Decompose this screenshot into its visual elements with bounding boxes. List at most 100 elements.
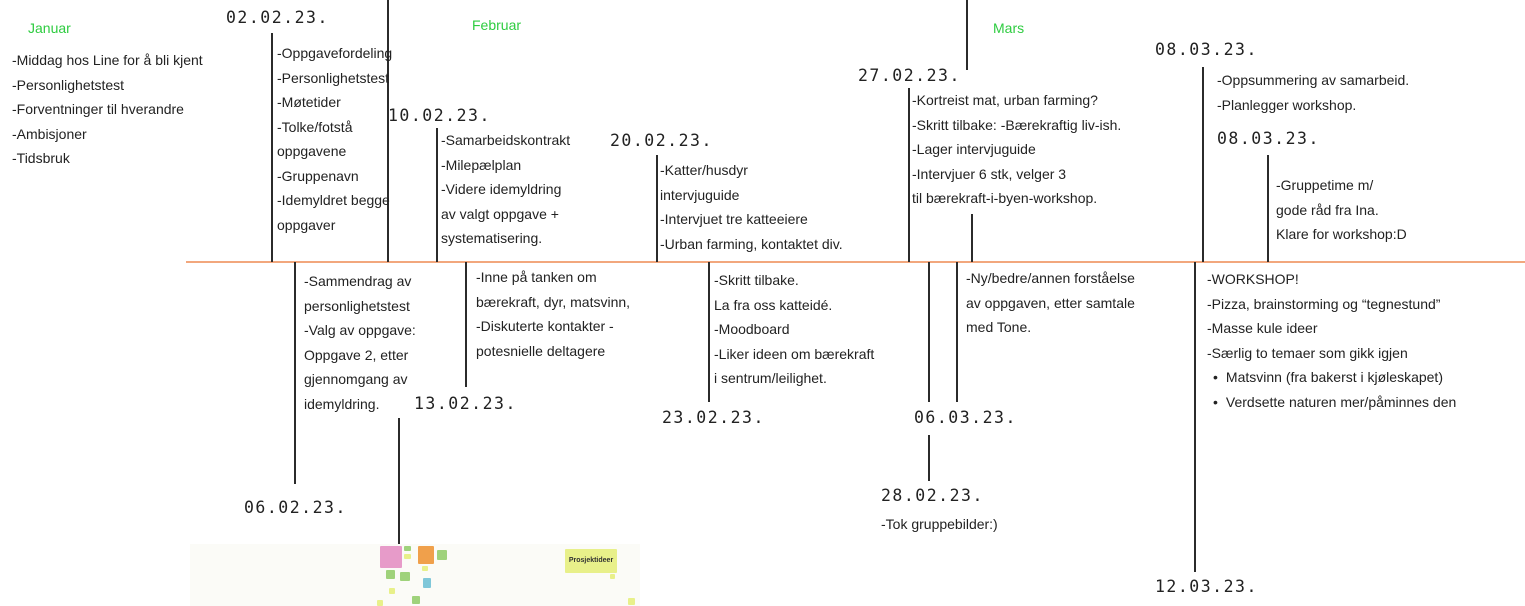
connector-line bbox=[436, 128, 438, 262]
note-line: -Tolke/fotstå bbox=[277, 118, 353, 135]
connector-line bbox=[966, 0, 968, 70]
note-line: systematisering. bbox=[441, 230, 543, 246]
date-12-03: 12.03.23. bbox=[1155, 577, 1258, 596]
note-line: til bærekraft-i-byen-workshop. bbox=[912, 190, 1098, 206]
sticky-note bbox=[377, 600, 383, 606]
note-line: -Forventninger til hverandre bbox=[12, 101, 184, 117]
sticky-note bbox=[380, 546, 402, 568]
bullet-item: Verdsette naturen mer/påminnes den bbox=[1207, 390, 1456, 415]
note-line: -Urban farming, kontaktet div. bbox=[660, 235, 843, 252]
note-08-03-a: -Oppsummering av samarbeid. -Planlegger … bbox=[1217, 68, 1409, 117]
connector-line bbox=[928, 435, 930, 481]
date-08-03-a: 08.03.23. bbox=[1155, 40, 1258, 59]
date-02-02: 02.02.23. bbox=[226, 8, 329, 27]
note-line: -WORKSHOP! bbox=[1207, 271, 1299, 287]
note-line: -Intervjuet tre katteeiere bbox=[660, 211, 808, 227]
date-27-02: 27.02.23. bbox=[858, 66, 961, 85]
connector-line bbox=[294, 262, 296, 484]
note-line: -Tidsbruk bbox=[12, 150, 70, 166]
date-20-02: 20.02.23. bbox=[610, 131, 713, 150]
note-line: La fra oss katteidé. bbox=[714, 296, 833, 313]
date-08-03-b: 08.03.23. bbox=[1217, 129, 1320, 148]
sticky-note bbox=[437, 550, 447, 560]
note-line: oppgaver bbox=[277, 216, 336, 233]
connector-line bbox=[1267, 155, 1269, 262]
note-line: idemyldring. bbox=[304, 395, 380, 412]
note-line: personlighetstest bbox=[304, 297, 410, 314]
connector-line bbox=[465, 262, 467, 387]
month-februar: Februar bbox=[472, 17, 522, 33]
note-line: -Ambisjoner bbox=[12, 125, 87, 142]
connector-line bbox=[928, 262, 930, 402]
note-27-02: -Kortreist mat, urban farming? -Skritt t… bbox=[912, 88, 1121, 211]
note-line: -Intervjuer 6 stk, velger 3 bbox=[912, 165, 1067, 182]
date-06-02: 06.02.23. bbox=[244, 498, 347, 517]
note-line: -Lager intervjuguide bbox=[912, 141, 1036, 157]
note-02-02: -Oppgavefordeling -Personlighetstest -Mø… bbox=[277, 41, 392, 237]
note-line: med Tone. bbox=[966, 319, 1032, 335]
note-line: potesnielle deltagere bbox=[476, 342, 606, 359]
connector-line bbox=[656, 155, 658, 262]
connector-line bbox=[1202, 67, 1204, 262]
date-13-02: 13.02.23. bbox=[414, 394, 517, 413]
sticky-note bbox=[610, 574, 615, 579]
note-line: -Samarbeidskontrakt bbox=[441, 132, 571, 148]
note-line: -Valg av oppgave: bbox=[304, 322, 416, 338]
sticky-note bbox=[404, 546, 411, 551]
note-line: -Idemyldret begge bbox=[277, 192, 390, 208]
sticky-note bbox=[404, 554, 411, 559]
connector-line bbox=[1194, 262, 1196, 572]
note-line: av oppgaven, etter samtale bbox=[966, 294, 1135, 311]
note-line: -Middag hos Line for å bli kjent bbox=[12, 52, 203, 68]
note-line: -Sammendrag av bbox=[304, 273, 412, 289]
sticky-note bbox=[389, 588, 395, 594]
note-12-03: -WORKSHOP! -Pizza, brainstorming og “teg… bbox=[1207, 267, 1456, 414]
sticky-note bbox=[412, 596, 420, 604]
date-06-03: 06.03.23. bbox=[914, 408, 1017, 427]
note-line: -Moodboard bbox=[714, 321, 790, 337]
bullet-item: Matsvinn (fra bakerst i kjøleskapet) bbox=[1207, 365, 1456, 390]
month-mars: Mars bbox=[993, 20, 1025, 36]
sticky-note bbox=[400, 572, 410, 581]
note-line: -Oppsummering av samarbeid. bbox=[1217, 72, 1410, 88]
note-23-02: -Skritt tilbake. La fra oss katteidé. -M… bbox=[714, 268, 874, 391]
note-line: bærekraft, dyr, matsvinn, bbox=[476, 293, 631, 310]
idea-board-thumbnail: Prosjektideer bbox=[190, 544, 640, 606]
date-28-02: 28.02.23. bbox=[881, 486, 984, 505]
connector-line bbox=[387, 0, 389, 262]
date-23-02: 23.02.23. bbox=[662, 408, 765, 427]
month-januar: Januar bbox=[28, 20, 71, 36]
sticky-note bbox=[422, 566, 428, 571]
note-januar: -Middag hos Line for å bli kjent -Person… bbox=[12, 48, 203, 171]
note-line: Klare for workshop:D bbox=[1276, 226, 1407, 242]
note-line: -Milepælplan bbox=[441, 156, 522, 173]
note-line: -Tok gruppebilder:) bbox=[881, 516, 998, 532]
sticky-note bbox=[386, 570, 395, 579]
note-line: -Masse kule ideer bbox=[1207, 320, 1318, 336]
connector-line bbox=[956, 262, 958, 402]
connector-line bbox=[971, 214, 973, 262]
note-line: -Inne på tanken om bbox=[476, 269, 597, 285]
note-line: -Personlighetstest bbox=[277, 69, 390, 86]
sticky-note bbox=[628, 598, 635, 605]
note-line: -Personlighetstest bbox=[12, 76, 125, 93]
note-line: -Skritt tilbake. bbox=[714, 272, 799, 288]
connector-line bbox=[708, 262, 710, 402]
note-line: -Særlig to temaer som gikk igjen bbox=[1207, 344, 1408, 361]
note-20-02: -Katter/husdyr intervjuguide -Intervjuet… bbox=[660, 158, 843, 256]
note-line: -Møtetider bbox=[277, 94, 341, 110]
note-06-03: -Ny/bedre/annen forståelse av oppgaven, … bbox=[966, 266, 1135, 340]
note-10-02: -Samarbeidskontrakt -Milepælplan -Videre… bbox=[441, 128, 570, 251]
note-13-02: -Inne på tanken om bærekraft, dyr, matsv… bbox=[476, 265, 630, 363]
sticky-note bbox=[418, 546, 434, 564]
note-line: -Diskuterte kontakter - bbox=[476, 318, 614, 334]
date-10-02: 10.02.23. bbox=[388, 106, 491, 125]
connector-line bbox=[908, 88, 910, 262]
prosjektideer-label: Prosjektideer bbox=[565, 549, 617, 573]
note-line: -Gruppetime m/ bbox=[1276, 177, 1374, 193]
note-line: -Kortreist mat, urban farming? bbox=[912, 92, 1098, 108]
note-line: av valgt oppgave + bbox=[441, 205, 559, 222]
note-line: -Katter/husdyr bbox=[660, 162, 748, 178]
connector-line bbox=[398, 418, 400, 544]
note-line: intervjuguide bbox=[660, 186, 740, 203]
